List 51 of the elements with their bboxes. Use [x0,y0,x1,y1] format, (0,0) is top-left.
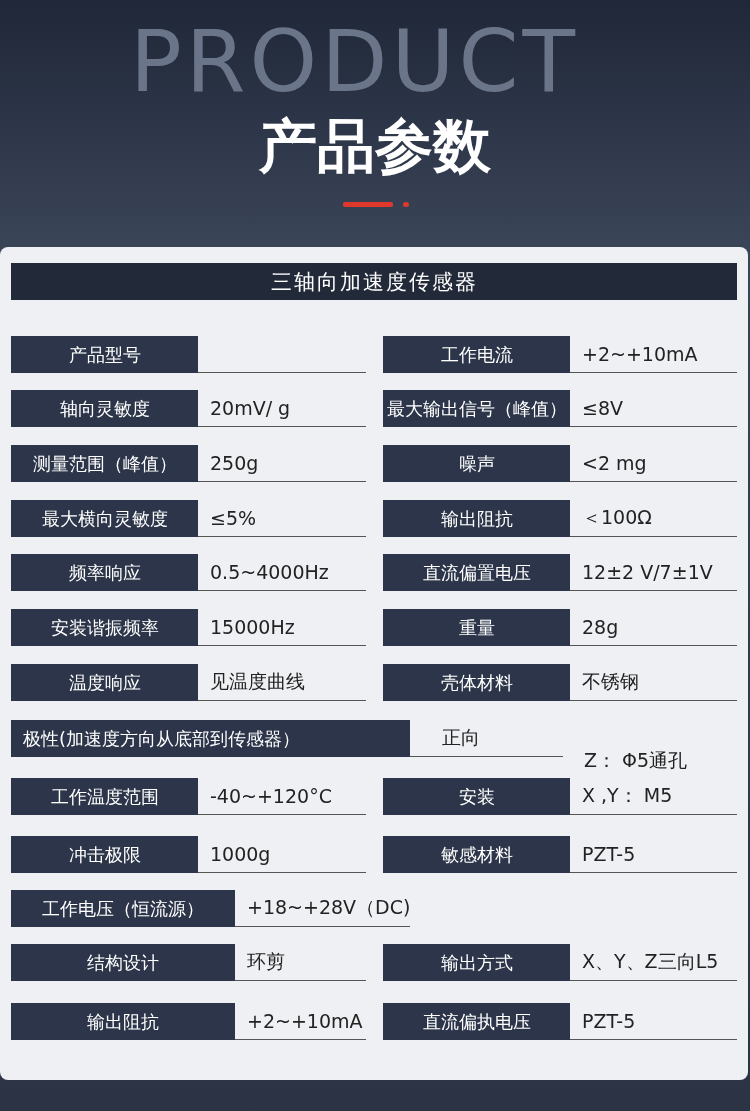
parameter-value: <2 mg [570,445,737,482]
parameter-name: 噪声 [383,445,570,482]
parameter-name: 极性(加速度方向从底部到传感器） [11,720,410,757]
parameter-value: 环剪 [235,944,366,981]
parameter-value: ＜100Ω [570,500,737,537]
parameter-name: 产品型号 [11,336,198,373]
parameter-name: 安装 [383,778,570,815]
parameter-name: 输出阻抗 [11,1003,235,1040]
parameter-name: 输出方式 [383,944,570,981]
parameter-value: X、Y、Z三向L5 [570,944,737,981]
parameter-value: PZT-5 [570,836,737,873]
parameter-name: 安装谐振频率 [11,609,198,646]
parameter-name: 测量范围（峰值） [11,445,198,482]
parameter-value: -40~+120°C [198,778,366,815]
parameter-value: +2~+10mA [570,336,737,373]
parameter-value: PZT-5 [570,1003,737,1040]
parameter-name: 工作电流 [383,336,570,373]
parameter-name: 冲击极限 [11,836,198,873]
parameter-name: 重量 [383,609,570,646]
parameter-name: 温度响应 [11,664,198,701]
parameter-value: +2~+10mA [235,1003,366,1040]
parameter-name: 频率响应 [11,554,198,591]
parameter-value: 12±2 V/7±1V [570,554,737,591]
parameter-value: ≤5% [198,500,366,537]
parameter-name: 最大输出信号（峰值） [383,390,570,427]
parameter-value: 250g [198,445,366,482]
page-title: 产品参数 [258,112,492,182]
parameter-name: 敏感材料 [383,836,570,873]
table-header: 三轴向加速度传感器 [11,263,737,300]
parameter-name: 输出阻抗 [383,500,570,537]
parameter-name: 工作电压（恒流源） [11,890,235,927]
parameter-value: 0.5~4000Hz [198,554,366,591]
parameter-value: 28g [570,609,737,646]
parameter-value: 15000Hz [198,609,366,646]
parameter-value: 1000g [198,836,366,873]
parameter-name: 工作温度范围 [11,778,198,815]
parameter-name: 最大横向灵敏度 [11,500,198,537]
parameter-value: +18~+28V（DC) [235,890,410,927]
parameter-value: X ,Y： M5 [570,778,737,815]
parameter-value: 20mV/ g [198,390,366,427]
parameter-value: 正向 [410,720,563,757]
parameter-name: 结构设计 [11,944,235,981]
background-watermark-text: PRODUCT [130,18,580,104]
parameter-value: 不锈钢 [570,664,737,701]
parameter-name: 直流偏置电压 [383,554,570,591]
parameter-name: 直流偏执电压 [383,1003,570,1040]
parameter-value: ≤8V [570,390,737,427]
parameter-name: 轴向灵敏度 [11,390,198,427]
parameter-value: Z： Φ5通孔 [583,748,689,773]
parameter-value: 见温度曲线 [198,664,366,701]
parameter-name: 壳体材料 [383,664,570,701]
